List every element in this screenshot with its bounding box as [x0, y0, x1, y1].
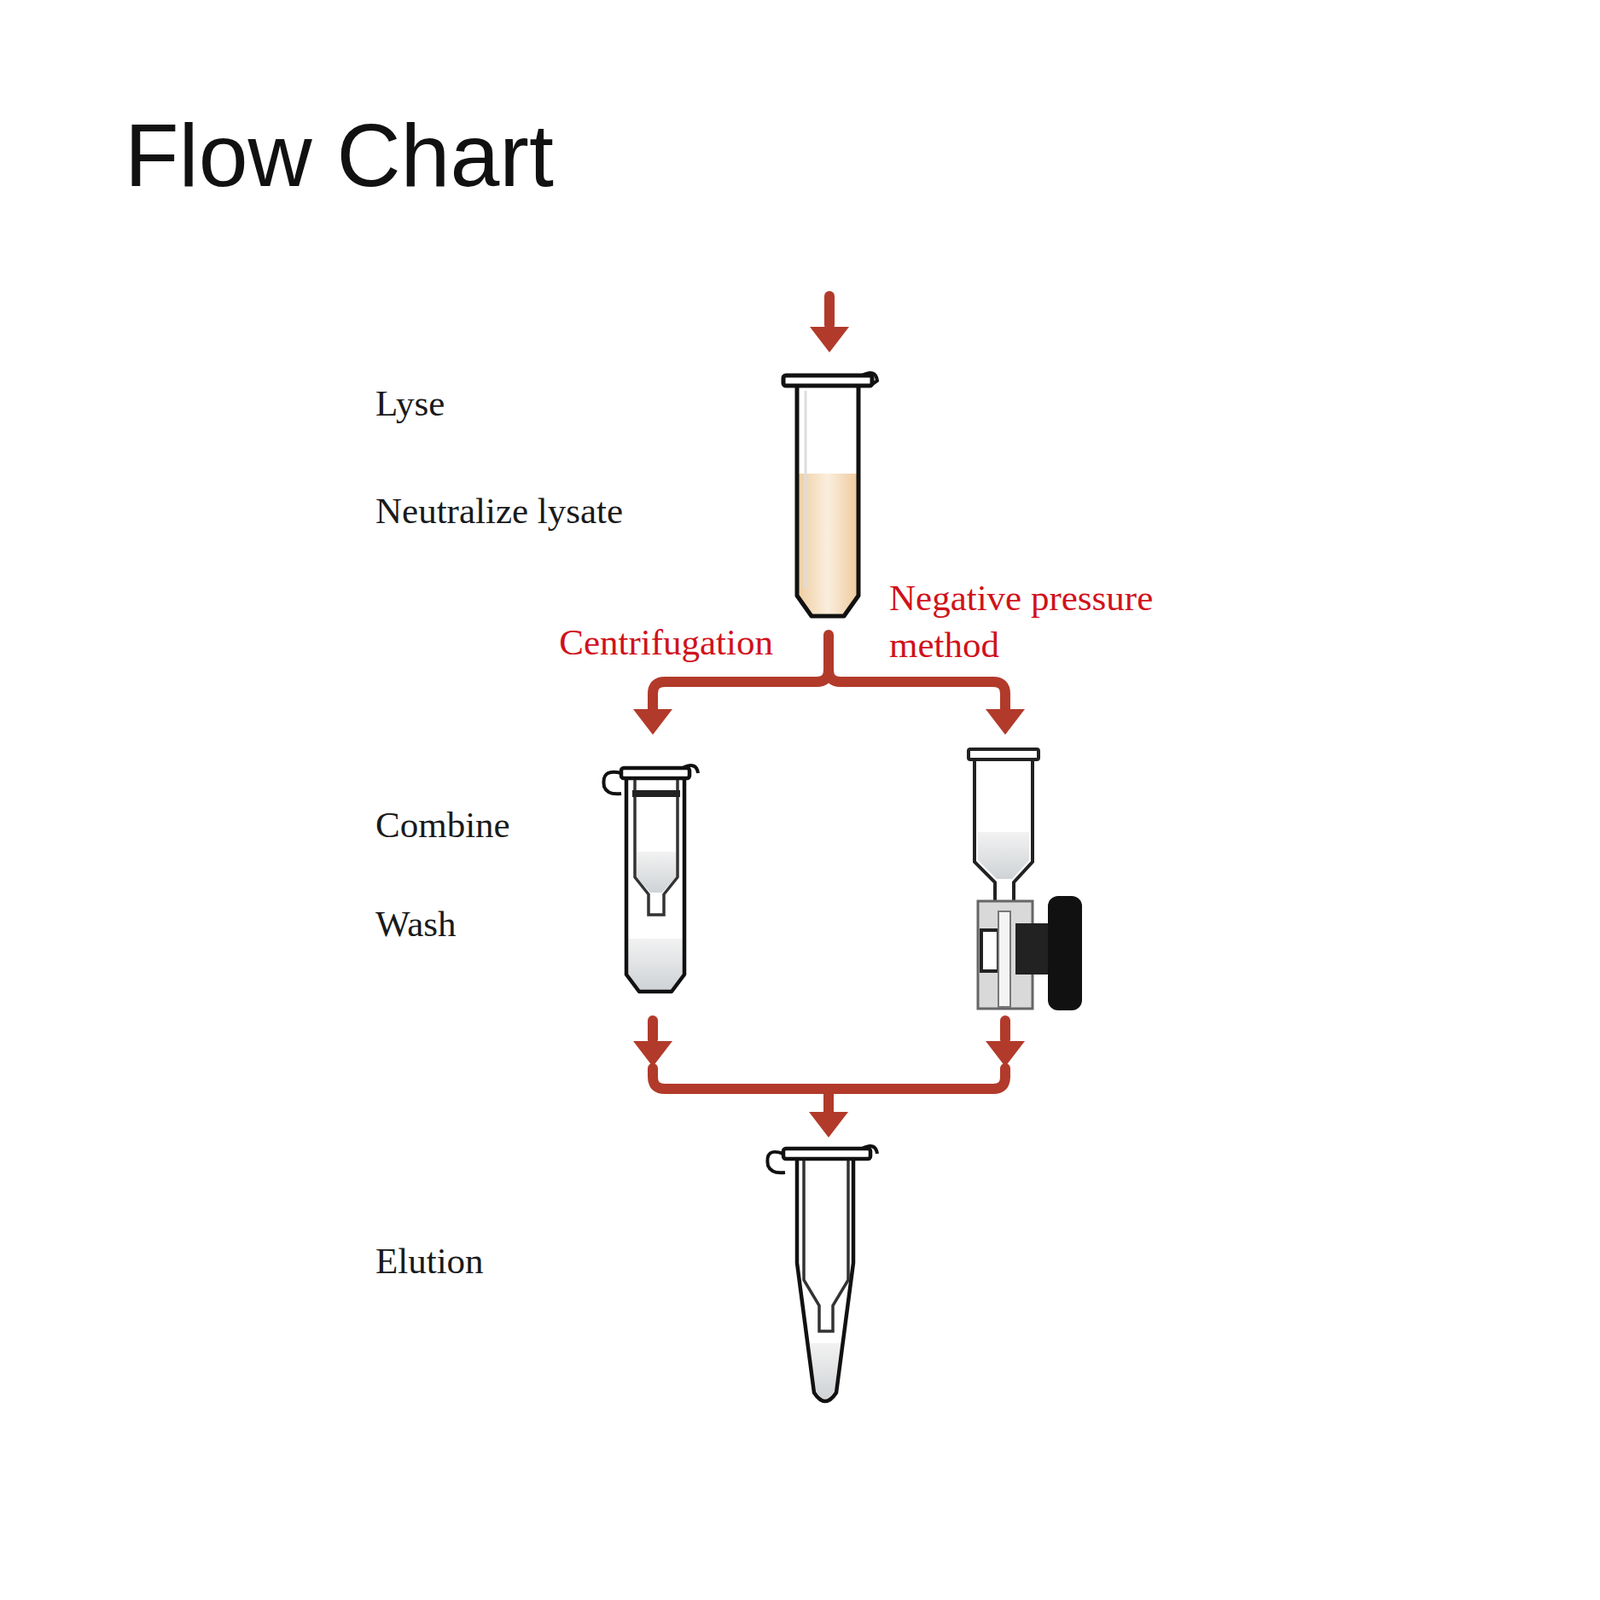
elution-tube: [767, 1146, 878, 1402]
step-label: Neutralize lysate: [375, 487, 623, 535]
step-label: Lyse: [375, 379, 445, 427]
flow-arrows: [633, 290, 1025, 1138]
spin-column-vacuum: [968, 749, 1083, 1011]
step-label: Wash: [375, 900, 456, 948]
method-label: Negative pressure method: [889, 574, 1231, 669]
lysis-tube: [783, 372, 878, 617]
chart-title: Flow Chart: [124, 110, 554, 200]
step-label: Elution: [375, 1237, 484, 1285]
spin-column-centrifuge: [603, 765, 699, 992]
step-label: Combine: [375, 801, 511, 849]
method-label: Centrifugation: [558, 618, 774, 666]
